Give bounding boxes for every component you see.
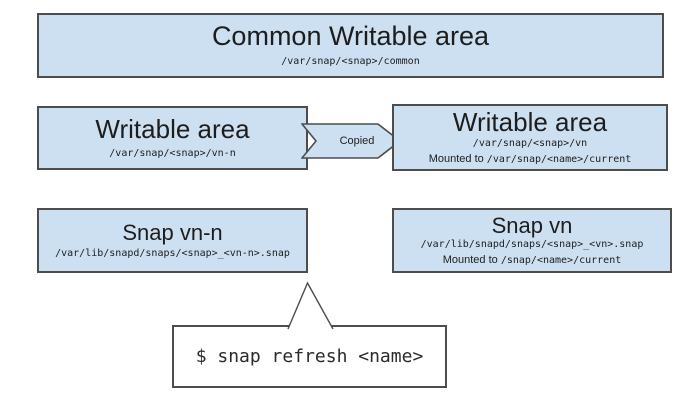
mounted-prefix: Mounted to [442, 253, 501, 266]
refresh-pointer-triangle [287, 281, 334, 330]
snap-old-title: Snap vn-n [122, 219, 223, 245]
snap-new-path: /var/lib/snapd/snaps/<snap>_<vn>.snap [420, 239, 644, 251]
writable-area-new-box: Writable area /var/snap/<snap>/vn Mounte… [392, 104, 668, 171]
writable-area-old-path: /var/snap/<snap>/vn-n [109, 147, 236, 159]
mounted-prefix: Mounted to [428, 152, 487, 165]
snap-old-path: /var/lib/snapd/snaps/<snap>_<vn-n>.snap [55, 247, 290, 259]
copied-arrow-label: Copied [339, 135, 375, 147]
writable-area-old-box: Writable area /var/snap/<snap>/vn-n [37, 106, 308, 170]
snap-refresh-command-box: $ snap refresh <name> [172, 325, 447, 388]
snap-old-box: Snap vn-n /var/lib/snapd/snaps/<snap>_<v… [37, 208, 308, 273]
copied-arrow: Copied [300, 123, 402, 159]
snap-new-box: Snap vn /var/lib/snapd/snaps/<snap>_<vn>… [392, 208, 672, 273]
copied-arrow-shape [300, 123, 402, 159]
writable-area-new-title: Writable area [452, 106, 608, 137]
snap-refresh-command-text: $ snap refresh <name> [195, 346, 424, 367]
common-writable-area-title: Common Writable area [211, 21, 490, 52]
common-writable-area-box: Common Writable area /var/snap/<snap>/co… [37, 13, 664, 78]
writable-area-new-mounted: Mounted to /var/snap/<name>/current [429, 152, 632, 166]
writable-area-old-title: Writable area [95, 113, 250, 144]
writable-area-new-path: /var/snap/<snap>/vn [472, 138, 588, 150]
snap-new-mounted: Mounted to /snap/<name>/current [443, 253, 622, 267]
mounted-path: /var/snap/<name>/current [486, 153, 632, 165]
common-writable-area-path: /var/snap/<snap>/common [281, 56, 420, 68]
mounted-path: /snap/<name>/current [500, 254, 622, 266]
snap-new-title: Snap vn [491, 213, 573, 239]
